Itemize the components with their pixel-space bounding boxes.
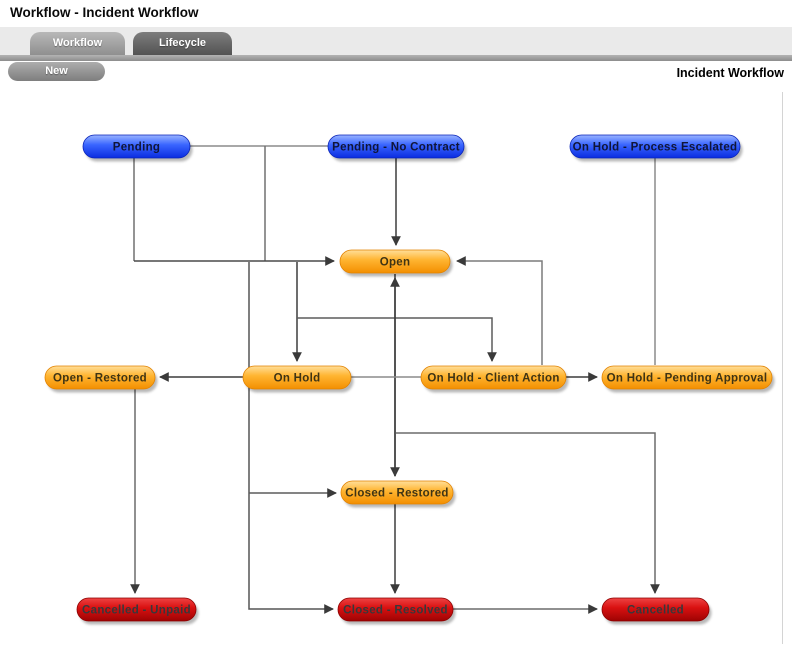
node-label-on-hold: On Hold: [274, 373, 321, 385]
page-title: Workflow - Incident Workflow: [10, 5, 199, 20]
node-label-closed-resolved: Closed - Resolved: [343, 605, 448, 617]
edge-clientaction-to-open: [456, 256, 543, 365]
node-layer: Pending Pending - No Contract On Hold - Pr…: [44, 134, 775, 625]
node-label-cancelled-unpaid: Cancelled - Unpaid: [82, 605, 191, 617]
node-label-pending-no-contract: Pending - No Contract: [332, 142, 460, 154]
node-cancelled-unpaid[interactable]: Cancelled - Unpaid: [76, 597, 199, 625]
node-closed-restored[interactable]: Closed - Restored: [340, 480, 456, 508]
node-on-hold-process-escalated[interactable]: On Hold - Process Escalated: [569, 134, 743, 162]
node-pending[interactable]: Pending: [82, 134, 193, 162]
canvas-right-border: [782, 92, 783, 644]
node-label-closed-restored: Closed - Restored: [345, 488, 449, 500]
tab-strip-bar: [0, 55, 792, 61]
diagram-title: Incident Workflow: [676, 66, 784, 80]
node-label-pending: Pending: [113, 142, 160, 154]
node-on-hold-pending-approval[interactable]: On Hold - Pending Approval: [601, 365, 775, 393]
edge-layer: [130, 145, 660, 614]
new-button[interactable]: New: [8, 62, 105, 81]
node-on-hold-client-action[interactable]: On Hold - Client Action: [420, 365, 569, 393]
edge-bus-to-cancelled: [396, 432, 660, 594]
node-label-open: Open: [380, 257, 411, 269]
node-open[interactable]: Open: [339, 249, 453, 277]
node-open-restored[interactable]: Open - Restored: [44, 365, 158, 393]
node-label-on-hold-client-action: On Hold - Client Action: [427, 373, 559, 385]
tab-workflow[interactable]: Workflow: [30, 32, 125, 55]
node-label-open-restored: Open - Restored: [53, 373, 147, 385]
tab-strip: [0, 27, 792, 55]
node-pending-no-contract[interactable]: Pending - No Contract: [327, 134, 467, 162]
node-label-on-hold-process-escalated: On Hold - Process Escalated: [573, 142, 738, 154]
edge-onhold-bus-to-closedresolved: [248, 262, 334, 614]
edge-open-to-clientaction: [297, 317, 497, 362]
node-label-cancelled: Cancelled: [627, 605, 684, 617]
tab-lifecycle[interactable]: Lifecycle: [133, 32, 232, 55]
node-cancelled[interactable]: Cancelled: [601, 597, 712, 625]
node-on-hold[interactable]: On Hold: [242, 365, 354, 393]
node-label-on-hold-pending-approval: On Hold - Pending Approval: [607, 373, 768, 385]
node-closed-resolved[interactable]: Closed - Resolved: [337, 597, 456, 625]
